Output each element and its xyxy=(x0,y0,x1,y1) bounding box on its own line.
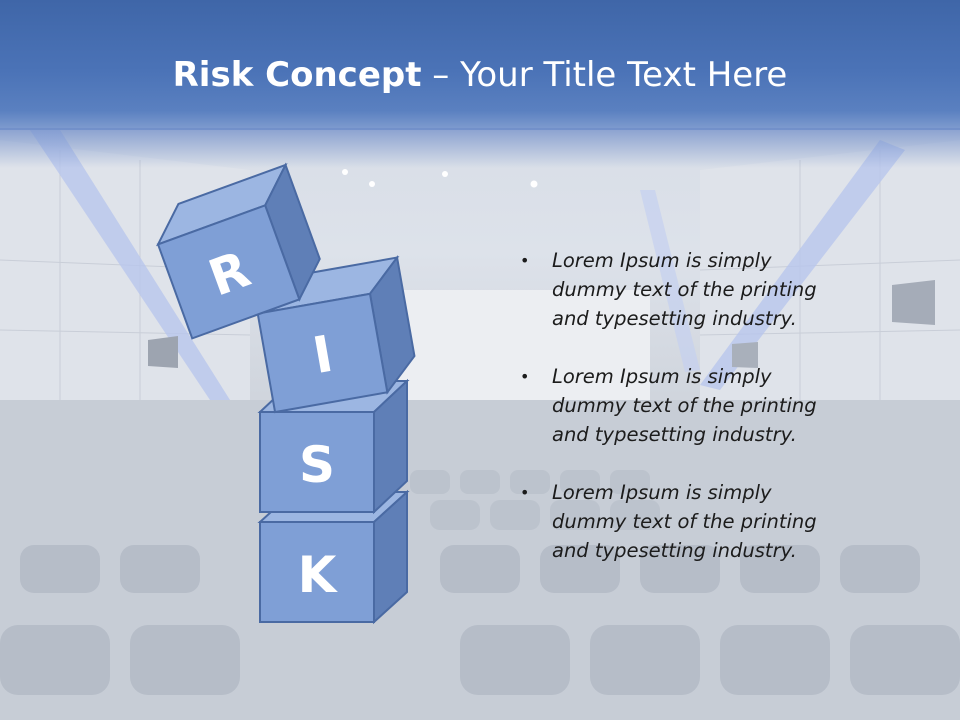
bullet-dot-icon: • xyxy=(520,251,530,270)
bullet-text: Lorem Ipsum is simply dummy text of the … xyxy=(552,249,817,330)
bullet-text: Lorem Ipsum is simply dummy text of the … xyxy=(552,365,817,446)
block-letter-s: S xyxy=(299,436,335,494)
bullet-item: • Lorem Ipsum is simply dummy text of the… xyxy=(518,478,848,565)
block-k: K xyxy=(257,489,410,625)
bullet-item: • Lorem Ipsum is simply dummy text of the… xyxy=(518,362,848,449)
title-band-fade xyxy=(0,128,960,168)
bullet-dot-icon: • xyxy=(520,367,530,386)
bullet-item: • Lorem Ipsum is simply dummy text of the… xyxy=(518,246,848,333)
title-bold-part: Risk Concept xyxy=(172,55,422,95)
bullet-list: • Lorem Ipsum is simply dummy text of the… xyxy=(518,246,848,594)
title-rest-part: – Your Title Text Here xyxy=(421,55,788,95)
block-i: I xyxy=(255,255,416,414)
slide-title: Risk Concept – Your Title Text Here xyxy=(0,50,960,100)
title-band xyxy=(0,0,960,130)
block-r: R xyxy=(155,162,321,340)
bullet-dot-icon: • xyxy=(520,483,530,502)
bullet-text: Lorem Ipsum is simply dummy text of the … xyxy=(552,481,817,562)
block-letter-k: K xyxy=(298,546,339,604)
